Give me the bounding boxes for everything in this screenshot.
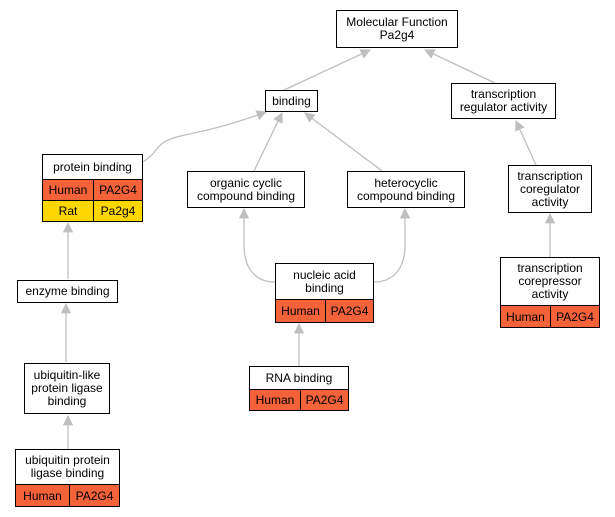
gene-cell: PA2G4 bbox=[99, 183, 137, 197]
species-cell: Human bbox=[16, 485, 70, 506]
node-label: ubiquitin-like protein ligase binding bbox=[31, 368, 103, 408]
edge-nucleic-acid-to-heterocyclic bbox=[373, 207, 411, 283]
edge-binding-to-root bbox=[281, 49, 371, 92]
gene-cell: PA2G4 bbox=[305, 393, 344, 407]
annotation-row: Human PA2G4 bbox=[276, 299, 373, 322]
node-transcription-regulator-activity[interactable]: transcription regulator activity bbox=[451, 83, 556, 119]
species-cell: Human bbox=[250, 390, 301, 410]
annotation-row: Human PA2G4 bbox=[43, 179, 142, 200]
edge-nucleic-acid-to-organic-cyclic bbox=[238, 207, 276, 283]
node-label: nucleic acid binding bbox=[293, 267, 356, 295]
node-label: RNA binding bbox=[265, 370, 333, 385]
gene-cell: PA2G4 bbox=[75, 488, 114, 503]
annotation-row: Rat Pa2g4 bbox=[43, 200, 142, 221]
gene-cell: PA2G4 bbox=[556, 309, 594, 324]
node-heterocyclic-compound-binding[interactable]: heterocyclic compound binding bbox=[347, 171, 465, 208]
node-molecular-function-root[interactable]: Molecular Function Pa2g4 bbox=[336, 10, 458, 48]
node-label: Molecular Function Pa2g4 bbox=[346, 15, 448, 42]
node-label: transcription coregulator activity bbox=[517, 168, 583, 209]
node-ubiquitin-like-protein-ligase-binding[interactable]: ubiquitin-like protein ligase binding bbox=[24, 363, 110, 414]
node-transcription-coregulator-activity[interactable]: transcription coregulator activity bbox=[508, 165, 592, 213]
edge-transcription-coregulator-to-transcription-regulator bbox=[515, 120, 537, 166]
node-enzyme-binding[interactable]: enzyme binding bbox=[17, 280, 118, 303]
edge-organic-cyclic-to-binding bbox=[253, 112, 283, 172]
edge-transcription-regulator-to-root bbox=[424, 49, 496, 84]
node-organic-cyclic-compound-binding[interactable]: organic cyclic compound binding bbox=[187, 171, 305, 208]
node-label: ubiquitin protein ligase binding bbox=[25, 453, 110, 480]
edge-heterocyclic-to-binding bbox=[304, 112, 383, 172]
species-cell: Human bbox=[501, 306, 551, 327]
node-rna-binding[interactable]: RNA binding Human PA2G4 bbox=[249, 366, 349, 411]
node-ubiquitin-protein-ligase-binding[interactable]: ubiquitin protein ligase binding Human P… bbox=[15, 449, 120, 507]
node-nucleic-acid-binding[interactable]: nucleic acid binding Human PA2G4 bbox=[275, 263, 374, 323]
annotation-row: Human PA2G4 bbox=[250, 389, 348, 410]
node-protein-binding[interactable]: protein binding Human PA2G4 Rat Pa2g4 bbox=[42, 154, 143, 222]
species-cell: Human bbox=[43, 180, 94, 200]
gene-cell: Pa2g4 bbox=[100, 204, 136, 218]
annotation-row: Human PA2G4 bbox=[16, 484, 119, 506]
node-label: transcription regulator activity bbox=[459, 87, 548, 114]
node-binding[interactable]: binding bbox=[265, 90, 318, 112]
node-label: enzyme binding bbox=[25, 284, 110, 298]
node-label: transcription corepressor activity bbox=[517, 261, 583, 301]
node-label: organic cyclic compound binding bbox=[196, 175, 296, 203]
annotation-row: Human PA2G4 bbox=[501, 305, 599, 327]
node-transcription-corepressor-activity[interactable]: transcription corepressor activity Human… bbox=[500, 257, 600, 328]
edge-protein-binding-to-binding bbox=[142, 110, 267, 163]
node-label: binding bbox=[272, 93, 311, 108]
species-cell: Human bbox=[276, 300, 326, 322]
gene-cell: PA2G4 bbox=[330, 304, 369, 318]
node-label: protein binding bbox=[53, 159, 132, 174]
node-label: heterocyclic compound binding bbox=[356, 175, 456, 203]
species-cell: Rat bbox=[43, 201, 94, 221]
